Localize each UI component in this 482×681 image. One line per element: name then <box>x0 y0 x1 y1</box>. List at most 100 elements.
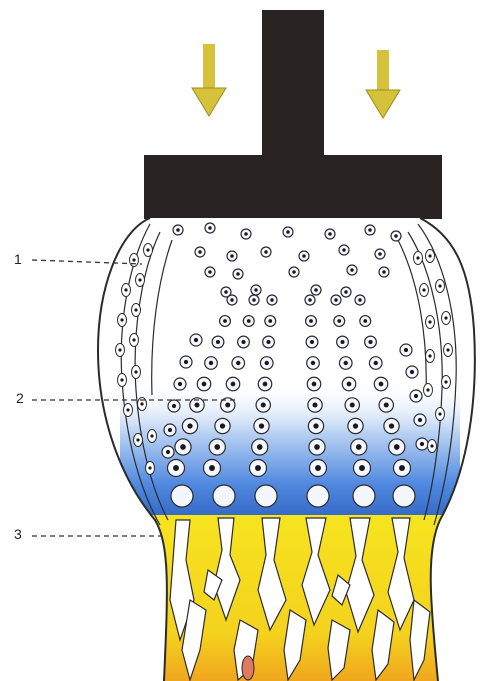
cell-nucleus <box>311 361 315 365</box>
cell-nucleus <box>230 298 234 302</box>
cell <box>353 485 375 507</box>
cell-nucleus <box>194 338 198 342</box>
cell-nucleus <box>259 423 264 428</box>
cell-nucleus <box>230 254 234 258</box>
cell-nucleus <box>120 318 123 321</box>
cell-nucleus <box>231 382 236 387</box>
cell-nucleus <box>132 258 135 261</box>
bone-body <box>98 218 475 681</box>
cell-nucleus <box>344 361 348 365</box>
cell-nucleus <box>252 298 256 302</box>
label-3-text: 3 <box>14 526 22 542</box>
cell-nucleus <box>310 340 314 344</box>
cell <box>307 485 329 507</box>
cell-nucleus <box>236 272 240 276</box>
cell-nucleus <box>194 402 199 407</box>
cell-nucleus <box>418 418 422 422</box>
cell-nucleus <box>438 412 441 415</box>
cell-nucleus <box>220 423 225 428</box>
cell-nucleus <box>134 308 137 311</box>
cell-nucleus <box>263 382 268 387</box>
cell-nucleus <box>176 228 180 232</box>
cell-nucleus <box>223 319 227 323</box>
cell-nucleus <box>173 465 179 471</box>
cell-nucleus <box>344 290 348 294</box>
cell-nucleus <box>286 230 290 234</box>
cell-nucleus <box>359 465 365 471</box>
cell-nucleus <box>132 338 135 341</box>
cell <box>255 485 277 507</box>
arrow-right-icon <box>366 50 400 118</box>
cell-nucleus <box>255 465 261 471</box>
cell-nucleus <box>363 319 367 323</box>
cell <box>393 485 415 507</box>
cell-nucleus <box>420 442 424 446</box>
cell-nucleus <box>389 423 394 428</box>
cell-nucleus <box>374 361 378 365</box>
cell-nucleus <box>416 256 419 259</box>
cell-nucleus <box>172 404 176 408</box>
cell-nucleus <box>314 444 320 450</box>
cell-nucleus <box>337 319 341 323</box>
cell-nucleus <box>265 361 269 365</box>
cell <box>171 485 193 507</box>
cell-nucleus <box>261 402 266 407</box>
cell-nucleus <box>126 408 129 411</box>
label-1-text: 1 <box>14 251 22 267</box>
cell-nucleus <box>209 465 215 471</box>
cell-nucleus <box>187 423 192 428</box>
arrow-left-icon <box>192 44 226 116</box>
cell-nucleus <box>244 232 248 236</box>
cell-nucleus <box>353 423 358 428</box>
cell-nucleus <box>168 428 172 432</box>
cell-nucleus <box>342 248 346 252</box>
cell-nucleus <box>379 382 384 387</box>
label-3: 3 <box>14 526 162 542</box>
cell-nucleus <box>198 250 202 254</box>
cell-nucleus <box>394 444 400 450</box>
cell-nucleus <box>428 354 431 357</box>
cell-nucleus <box>208 270 212 274</box>
cell-nucleus <box>270 298 274 302</box>
cell-nucleus <box>394 234 398 238</box>
cell-nucleus <box>414 394 418 398</box>
cell-nucleus <box>340 340 344 344</box>
cell-nucleus <box>247 319 251 323</box>
cell-nucleus <box>356 444 362 450</box>
cell-nucleus <box>314 288 318 292</box>
cell-nucleus <box>266 340 270 344</box>
cell-nucleus <box>202 382 207 387</box>
cell-nucleus <box>302 254 306 258</box>
cell-nucleus <box>399 465 405 471</box>
cell-nucleus <box>208 226 212 230</box>
cell-nucleus <box>236 361 240 365</box>
cell-nucleus <box>118 348 121 351</box>
cell <box>213 485 235 507</box>
cell-nucleus <box>292 270 296 274</box>
cell-nucleus <box>209 361 213 365</box>
cell-nucleus <box>347 382 352 387</box>
cell-nucleus <box>268 319 272 323</box>
cell-nucleus <box>410 370 414 374</box>
cell-nucleus <box>184 360 188 364</box>
cell-nucleus <box>178 382 182 386</box>
cell-nucleus <box>140 402 143 405</box>
cell-nucleus <box>315 465 321 471</box>
cell-nucleus <box>264 250 268 254</box>
cell-nucleus <box>428 320 431 323</box>
cell-nucleus <box>430 444 433 447</box>
cell-nucleus <box>350 268 354 272</box>
cell-nucleus <box>134 370 137 373</box>
cell-nucleus <box>309 319 313 323</box>
cell-nucleus <box>241 340 245 344</box>
cell-nucleus <box>136 438 139 441</box>
cell-nucleus <box>422 288 425 291</box>
cell-nucleus <box>444 316 447 319</box>
cell-nucleus <box>124 288 127 291</box>
cell-nucleus <box>148 466 151 469</box>
cell-nucleus <box>166 450 170 454</box>
cell-nucleus <box>254 288 258 292</box>
cell-nucleus <box>328 232 332 236</box>
cell-nucleus <box>382 270 386 274</box>
